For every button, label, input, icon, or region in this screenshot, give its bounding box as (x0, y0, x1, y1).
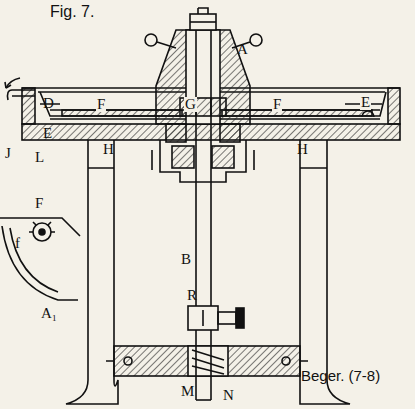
figure-reference: Beger. (7-8) (300, 368, 381, 383)
part-letter: J (4, 146, 12, 161)
figure-title: Fig. 7. (50, 4, 94, 20)
part-letter: N (222, 388, 235, 403)
part-letter: F (272, 97, 282, 112)
part-letter: f (14, 236, 21, 251)
part-letter: D (42, 96, 55, 111)
part-letter: E (42, 126, 53, 141)
part-letter: M (180, 384, 195, 399)
part-letter: R (186, 288, 198, 303)
part-letter: F (34, 196, 44, 211)
part-letter: H (102, 142, 115, 157)
part-letter: F (96, 97, 106, 112)
part-letter: E (360, 95, 371, 110)
part-letter: A₁ (40, 306, 58, 321)
part-letter: A (236, 42, 249, 57)
part-letter: L (34, 150, 45, 165)
part-letter: G (184, 97, 197, 112)
part-letter: B (180, 252, 192, 267)
part-letter: H (296, 142, 309, 157)
